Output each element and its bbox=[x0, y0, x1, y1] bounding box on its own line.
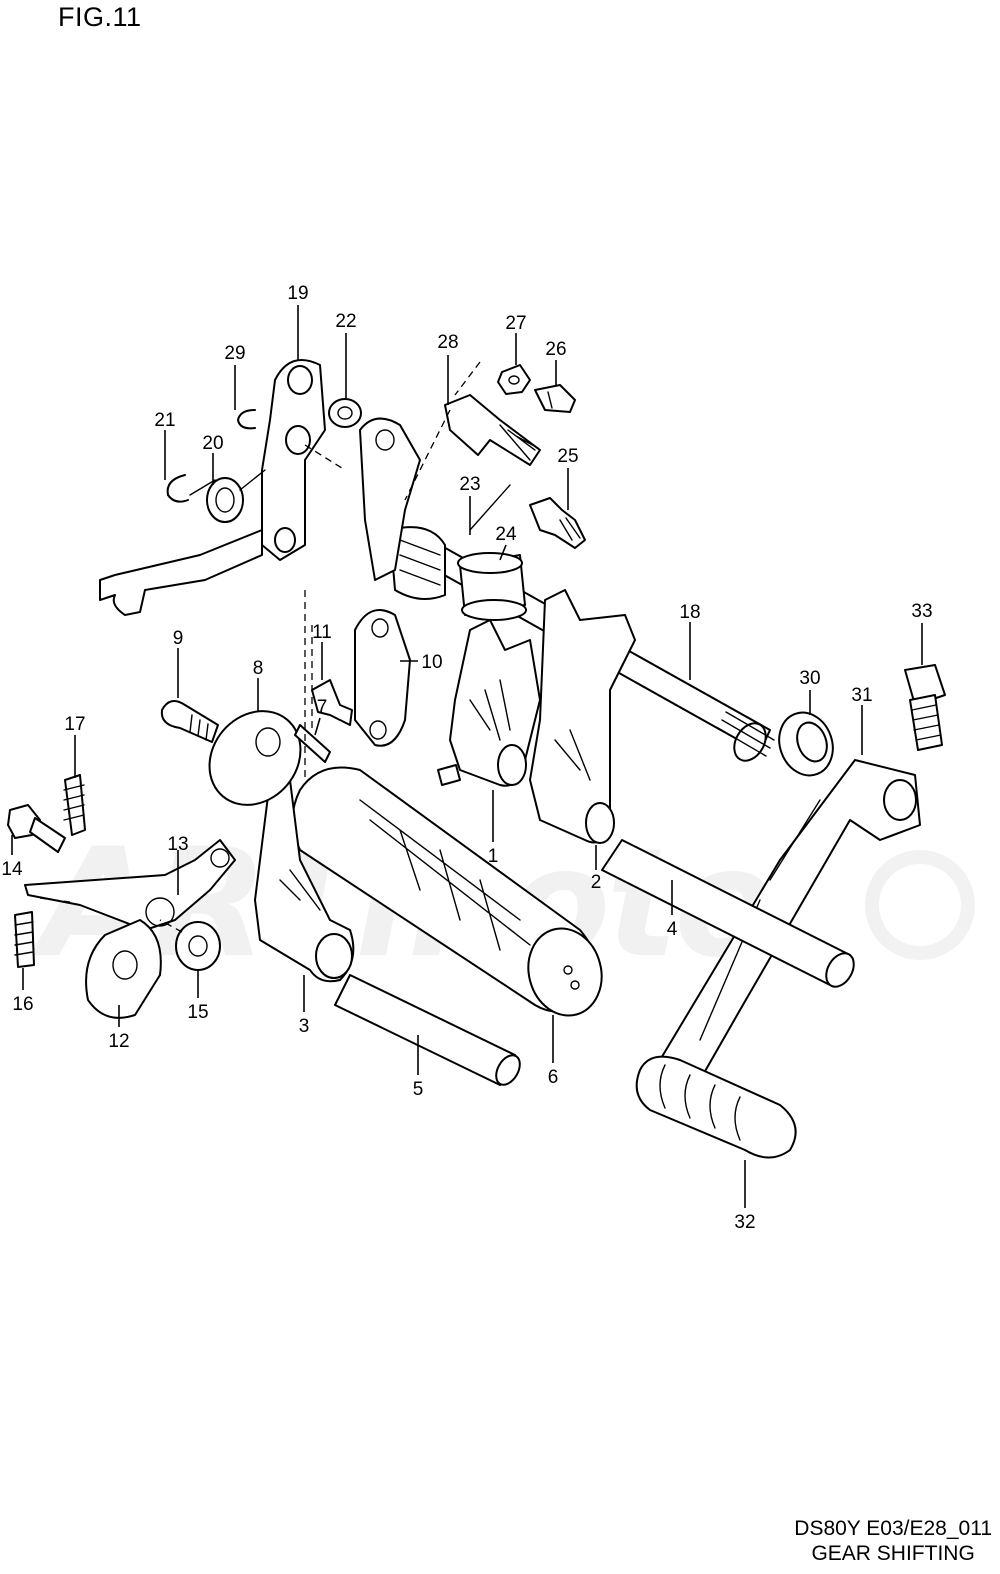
part-cam-stopper[interactable] bbox=[24, 839, 236, 931]
callout-label: 5 bbox=[413, 1079, 424, 1100]
callout-label: 20 bbox=[202, 433, 223, 454]
callout-label: 23 bbox=[459, 474, 480, 495]
callout-label: 2 bbox=[591, 872, 602, 893]
section-name: GEAR SHIFTING bbox=[811, 1542, 975, 1565]
callout-label: 16 bbox=[12, 994, 33, 1015]
part-spring-20[interactable] bbox=[189, 469, 266, 523]
part-return-spring[interactable] bbox=[389, 484, 511, 600]
callout-label: 9 bbox=[173, 628, 184, 649]
callout-label: 3 bbox=[299, 1016, 310, 1037]
part-collar[interactable] bbox=[457, 552, 527, 621]
part-shaft-stopper-bolt[interactable] bbox=[444, 394, 541, 466]
part-clip[interactable] bbox=[237, 409, 256, 430]
callout-labels: 1 2 3 4 5 6 7 8 9 10 11 12 13 14 15 16 1… bbox=[1, 283, 932, 1233]
callout-label: 18 bbox=[679, 602, 700, 623]
callout-label: 12 bbox=[108, 1031, 129, 1052]
callout-label: 28 bbox=[437, 332, 458, 353]
part-e-ring[interactable] bbox=[166, 474, 189, 503]
callout-label: 33 bbox=[911, 601, 932, 622]
assembly-lines bbox=[39, 361, 481, 933]
model-code: DS80Y E03/E28_011 bbox=[794, 1517, 992, 1540]
callout-label: 8 bbox=[253, 658, 264, 679]
callout-leaders bbox=[11, 305, 923, 1208]
callout-label: 25 bbox=[557, 446, 578, 467]
part-shift-arm[interactable] bbox=[99, 359, 326, 616]
part-spring-16[interactable] bbox=[14, 911, 35, 968]
callout-label: 13 bbox=[167, 834, 188, 855]
callout-label: 26 bbox=[545, 339, 566, 360]
callout-label: 24 bbox=[495, 524, 517, 545]
callout-label: 11 bbox=[312, 622, 332, 643]
callout-label: 14 bbox=[1, 859, 23, 880]
part-oil-seal[interactable] bbox=[771, 705, 842, 783]
callout-label: 15 bbox=[187, 1002, 208, 1023]
part-washer-15[interactable] bbox=[175, 921, 221, 971]
callout-label: 27 bbox=[505, 313, 526, 334]
part-bush[interactable] bbox=[328, 398, 362, 428]
part-bolt-33[interactable] bbox=[904, 664, 946, 751]
part-screw-9[interactable] bbox=[160, 700, 219, 743]
part-stopper-plate[interactable] bbox=[354, 609, 411, 747]
callout-label: 32 bbox=[734, 1212, 755, 1233]
callout-label: 30 bbox=[799, 668, 820, 689]
callout-label: 1 bbox=[488, 846, 499, 867]
callout-label: 22 bbox=[335, 311, 356, 332]
part-shift-plate[interactable] bbox=[359, 417, 421, 581]
part-cam-plate[interactable] bbox=[191, 693, 320, 824]
part-lever-rubber[interactable] bbox=[635, 1055, 797, 1159]
part-screw-11[interactable] bbox=[311, 679, 353, 726]
callout-label: 19 bbox=[287, 283, 308, 304]
callout-label: 17 bbox=[64, 714, 85, 735]
part-fork-shaft-short[interactable] bbox=[334, 974, 525, 1089]
part-gear-shift-fork-2[interactable] bbox=[529, 589, 636, 844]
diagram-footer: DS80Y E03/E28_011 GEAR SHIFTING bbox=[794, 1516, 992, 1566]
callout-label: 10 bbox=[421, 652, 442, 673]
part-gear-shift-fork-1[interactable] bbox=[437, 619, 541, 787]
part-fork-shaft-long[interactable] bbox=[601, 839, 859, 992]
callout-label: 21 bbox=[154, 410, 175, 431]
callout-label: 29 bbox=[224, 343, 245, 364]
part-stopper-washer[interactable] bbox=[85, 919, 162, 1019]
part-bolt-25[interactable] bbox=[529, 497, 586, 549]
part-bolt-14[interactable] bbox=[7, 804, 66, 853]
callout-label: 7 bbox=[317, 697, 328, 718]
callout-label: 6 bbox=[548, 1067, 559, 1088]
part-gear-shift-fork-3[interactable] bbox=[254, 779, 355, 983]
figure-title: FIG.11 bbox=[58, 2, 142, 32]
part-nut[interactable] bbox=[497, 364, 531, 395]
part-bolt-26[interactable] bbox=[534, 384, 576, 413]
callout-label: 4 bbox=[667, 919, 678, 940]
callout-label: 31 bbox=[851, 685, 872, 706]
part-cam-pin[interactable] bbox=[294, 724, 331, 763]
